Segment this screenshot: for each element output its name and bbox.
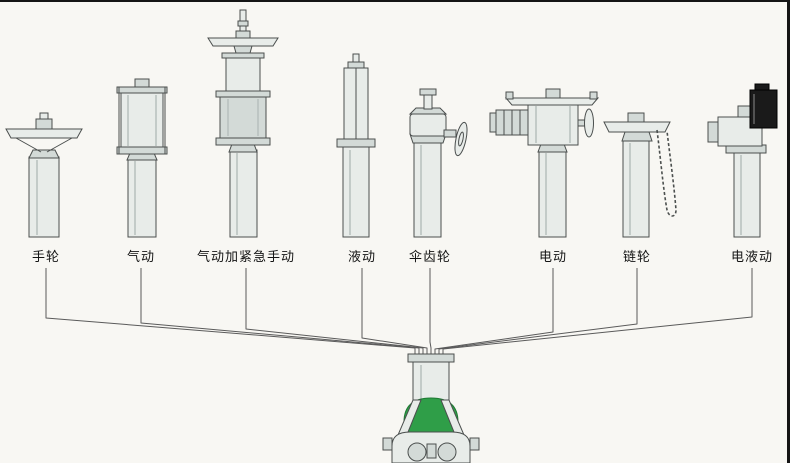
handwheel-actuator-icon bbox=[5, 112, 83, 238]
connector-line-pneumatic bbox=[140, 268, 420, 354]
connector-line-hydraulic bbox=[361, 268, 428, 354]
connector-line-chain-wheel bbox=[438, 268, 638, 354]
connector-line-pneumatic-manual bbox=[245, 268, 424, 354]
connector-line-handwheel bbox=[45, 268, 416, 354]
pneumatic-emergency-manual-actuator-icon bbox=[207, 9, 279, 238]
connector-line-bevel-gear bbox=[429, 268, 432, 354]
chain-wheel-actuator-icon bbox=[603, 112, 677, 238]
valve-body-icon bbox=[382, 353, 480, 463]
label-bevel-gear: 伞齿轮 bbox=[408, 250, 452, 265]
connector-line-electric bbox=[434, 268, 554, 354]
label-electric: 电动 bbox=[538, 250, 568, 265]
connector-lines bbox=[45, 268, 753, 354]
electric-actuator-icon bbox=[489, 88, 600, 238]
label-hydraulic: 液动 bbox=[347, 250, 377, 265]
label-handwheel: 手轮 bbox=[31, 250, 61, 265]
label-chain-wheel: 链轮 bbox=[622, 250, 652, 265]
electro-hydraulic-actuator-icon bbox=[707, 83, 778, 238]
label-pneumatic-manual: 气动加紧急手动 bbox=[196, 250, 296, 265]
hydraulic-actuator-icon bbox=[336, 53, 376, 238]
bevel-gear-actuator-icon bbox=[408, 88, 468, 238]
label-pneumatic: 气动 bbox=[126, 250, 156, 265]
connector-line-electro-hydraulic bbox=[442, 268, 753, 354]
label-electro-hydraulic: 电液动 bbox=[730, 250, 774, 265]
pneumatic-actuator-icon bbox=[116, 78, 168, 238]
